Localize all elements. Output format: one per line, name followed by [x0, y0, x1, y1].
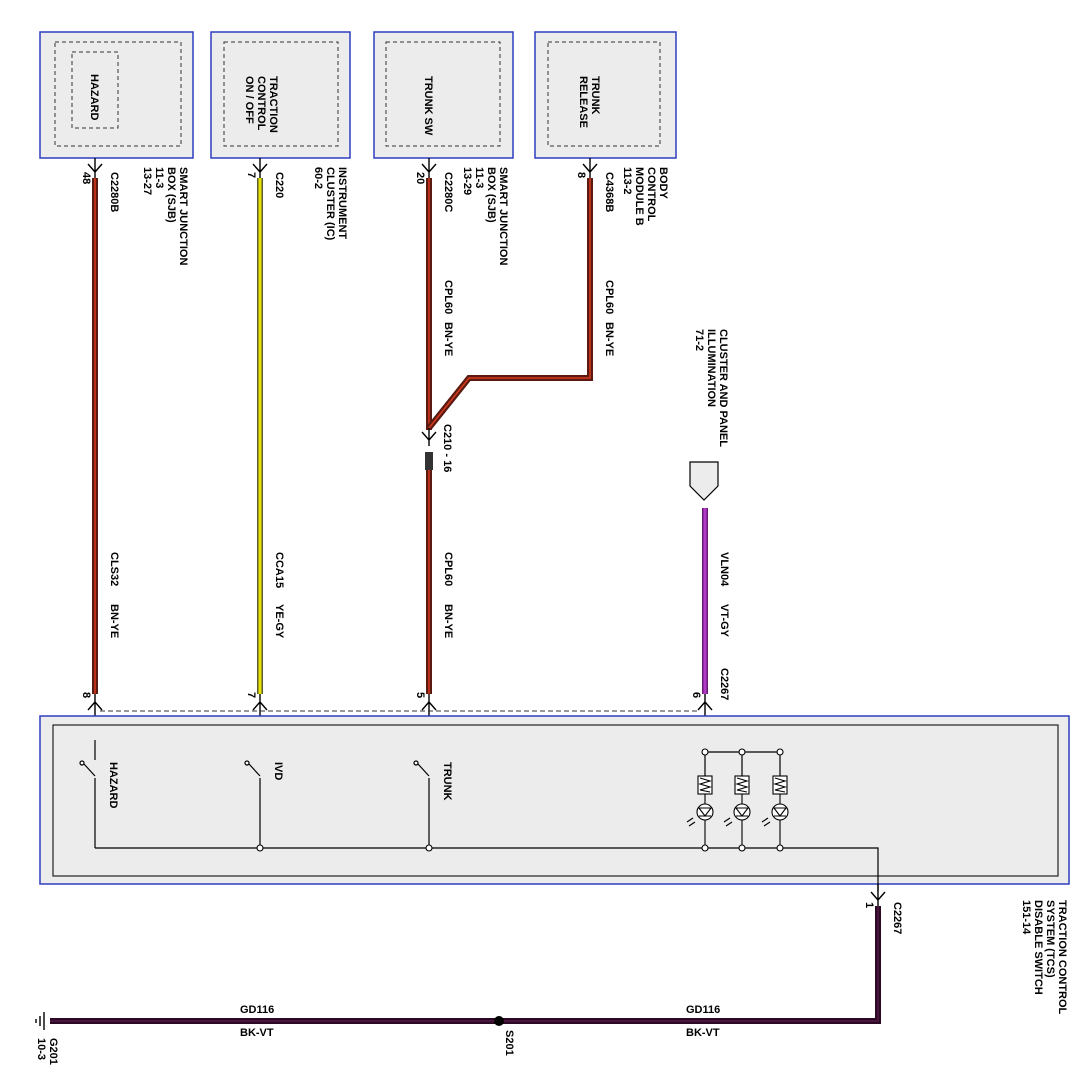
led-icon-3: [761, 794, 789, 848]
hazard-switch-symbol: [79, 740, 96, 848]
illum-label: CLUSTER AND PANEL ILLUMINATION 71-2: [693, 329, 729, 447]
trunk-release-box: TRUNK RELEASE: [534, 31, 677, 159]
ic-label: INSTRUMENT CLUSTER (IC) 60-2: [312, 167, 348, 241]
illum-bot-pin: 6: [690, 692, 702, 698]
resistor-3: [772, 775, 788, 795]
splice-s201-label: S201: [503, 1030, 515, 1056]
illum-line-2: ILLUMINATION: [705, 329, 717, 407]
illum-line-1: CLUSTER AND PANEL: [717, 329, 729, 447]
illumination-source-icon: [689, 461, 719, 501]
switch-label-ivd: IVD: [272, 762, 284, 780]
bcm-line-3: MODULE B: [633, 167, 645, 226]
junction-dots: [256, 748, 784, 852]
ivd-switch-symbol: [244, 760, 261, 848]
bcm-line-1: BODY: [657, 167, 669, 199]
sjb2-line-1: SMART JUNCTION: [497, 167, 509, 265]
wire-hazard-color: BN-YE: [108, 604, 120, 638]
release-top-connector: C4368B: [603, 172, 615, 212]
traction-label-1: TRACTION: [267, 76, 279, 133]
splice-s201-dot: [494, 1016, 504, 1026]
splice-c210-label: C210 - 16: [441, 424, 453, 472]
tcs-module: HAZARD IVD TRUNK: [39, 715, 1070, 892]
ground-symbol-icon: [35, 1012, 45, 1030]
ground-line-1: G201: [47, 1038, 59, 1065]
resistor-2: [734, 775, 750, 795]
trunk-sw-label: TRUNK SW: [422, 76, 434, 136]
trunk-top-connector: C2280C: [442, 172, 454, 212]
wire-trunk-upper-color: BN-YE: [442, 322, 454, 356]
sjb1-line-2: BOX (SJB): [165, 167, 177, 223]
trunk-switch-symbol: [413, 760, 430, 848]
wire-trunk-lower-circuit: CPL60: [442, 552, 454, 586]
ground-right-color: BK-VT: [686, 1027, 720, 1039]
wire-trunk-release: [426, 178, 593, 430]
trunk-release-label-1: TRUNK: [589, 76, 601, 115]
sjb2-line-4: 13-29: [461, 167, 473, 195]
traction-control-box: TRACTION CONTROL ON / OFF: [210, 31, 351, 159]
tcs-line-2: SYSTEM (TCS): [1044, 900, 1056, 978]
tcs-line-1: TRACTION CONTROL: [1056, 900, 1068, 1015]
bcm-line-4: 113-2: [621, 167, 633, 195]
ground-right-circuit: GD116: [686, 1004, 720, 1016]
sjb1-line-3: 11-3: [153, 167, 165, 188]
sjb2-line-3: 11-3: [473, 167, 485, 188]
sjb1-label: SMART JUNCTION BOX (SJB) 11-3 13-27: [141, 167, 189, 265]
wire-hazard-circuit: CLS32: [108, 552, 120, 586]
traction-bot-pin: 7: [245, 692, 257, 698]
hazard-label: HAZARD: [88, 74, 100, 120]
ground-left-color: BK-VT: [240, 1027, 274, 1039]
wire-trunk-upper-circuit: CPL60: [442, 280, 454, 314]
wire-release-color: BN-YE: [603, 322, 615, 356]
sjb1-line-1: SMART JUNCTION: [177, 167, 189, 265]
led-icon-1: [686, 794, 714, 848]
tcs-out-connector: C2267: [891, 902, 903, 934]
ground-line-2: 10-3: [35, 1038, 47, 1060]
traction-label-3: ON / OFF: [243, 76, 255, 124]
wire-traction-color: YE-GY: [273, 604, 285, 639]
ic-line-2: CLUSTER (IC): [324, 167, 336, 241]
trunk-bot-pin: 5: [414, 692, 426, 698]
illum-line-3: 71-2: [693, 329, 705, 351]
trunk-release-label-2: RELEASE: [577, 76, 589, 128]
tcs-label: TRACTION CONTROL SYSTEM (TCS) DISABLE SW…: [1020, 900, 1068, 1015]
trunk-switch-box: TRUNK SW: [373, 31, 514, 159]
resistor-1: [697, 775, 713, 795]
traction-top-connector: C220: [273, 172, 285, 198]
hazard-top-pin: 48: [80, 172, 92, 184]
wire-illum-color: VT-GY: [718, 604, 730, 638]
sjb2-label: SMART JUNCTION BOX (SJB) 11-3 13-29: [461, 167, 509, 265]
ic-line-3: 60-2: [312, 167, 324, 189]
wire-traction-circuit: CCA15: [273, 552, 285, 588]
common-ground-bus: [95, 847, 879, 892]
switch-label-trunk: TRUNK: [441, 762, 453, 801]
ground-label: G201 10-3: [35, 1038, 59, 1065]
traction-top-pin: 7: [245, 172, 257, 178]
sjb2-line-2: BOX (SJB): [485, 167, 497, 223]
sjb1-line-4: 13-27: [141, 167, 153, 195]
tcs-out-pin: 1: [863, 902, 875, 908]
tcs-line-3: DISABLE SWITCH: [1032, 900, 1044, 995]
wire-illum-circuit: VLN04: [718, 552, 730, 587]
hazard-switch-box: HAZARD: [39, 31, 194, 159]
led-icon-2: [723, 794, 751, 848]
hazard-top-connector: C2280B: [108, 172, 120, 212]
bcm-label: BODY CONTROL MODULE B 113-2: [621, 167, 669, 226]
tcs-line-4: 151-14: [1020, 900, 1032, 935]
release-top-pin: 8: [575, 172, 587, 178]
ic-line-1: INSTRUMENT: [336, 167, 348, 239]
wire-trunk-lower-color: BN-YE: [442, 604, 454, 638]
bcm-line-2: CONTROL: [645, 167, 657, 222]
splice-connector-c210: [421, 428, 437, 470]
wire-ground: [50, 906, 881, 1024]
ground-left-circuit: GD116: [240, 1004, 274, 1016]
hazard-bot-pin: 8: [80, 692, 92, 698]
wire-release-circuit: CPL60: [603, 280, 615, 314]
traction-label-2: CONTROL: [255, 76, 267, 131]
trunk-top-pin: 20: [414, 172, 426, 184]
tcs-output-arrow: [870, 884, 886, 906]
top-connector-arrows: [87, 158, 598, 178]
switch-label-hazard: HAZARD: [107, 762, 119, 808]
wire-illum-connector: C2267: [718, 668, 730, 700]
